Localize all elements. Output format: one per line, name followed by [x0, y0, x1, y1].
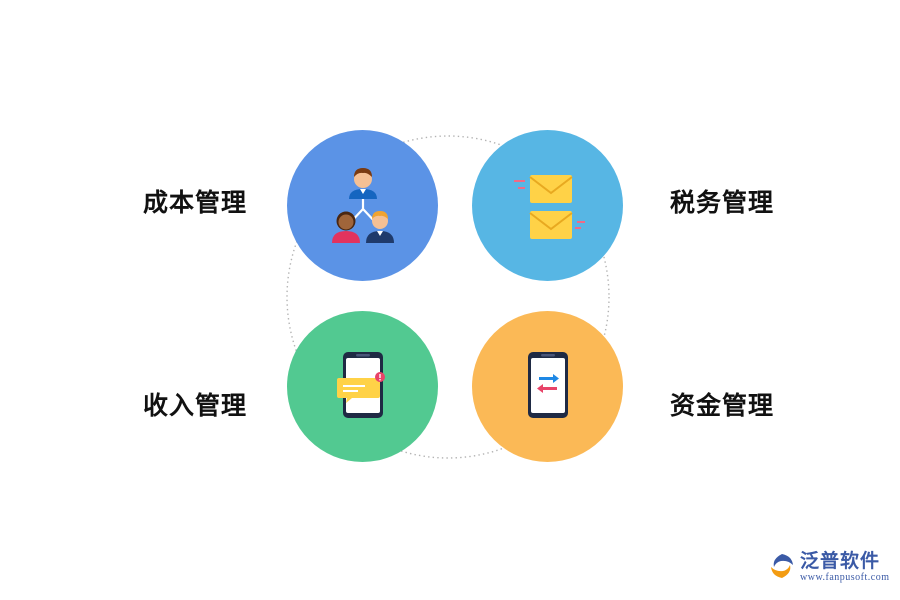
income-circle[interactable]: [287, 311, 438, 462]
tax-label: 税务管理: [670, 188, 775, 217]
envelope-icon: [513, 174, 585, 239]
brand-url: www.fanpusoft.com: [800, 572, 890, 583]
phone-transfer-icon: [527, 351, 568, 418]
fanpu-logo-icon: [771, 554, 793, 578]
fund-label: 资金管理: [670, 391, 775, 420]
cost-label: 成本管理: [143, 188, 248, 217]
cost-circle[interactable]: [287, 130, 438, 281]
tax-circle[interactable]: [472, 130, 623, 281]
income-label: 收入管理: [143, 391, 248, 420]
team-icon: [331, 167, 394, 243]
brand-name: 泛普软件: [800, 550, 881, 572]
fund-circle[interactable]: [472, 311, 623, 462]
phone-message-icon: [336, 351, 385, 418]
brand-logo: 泛普软件 www.fanpusoft.com: [768, 550, 890, 584]
